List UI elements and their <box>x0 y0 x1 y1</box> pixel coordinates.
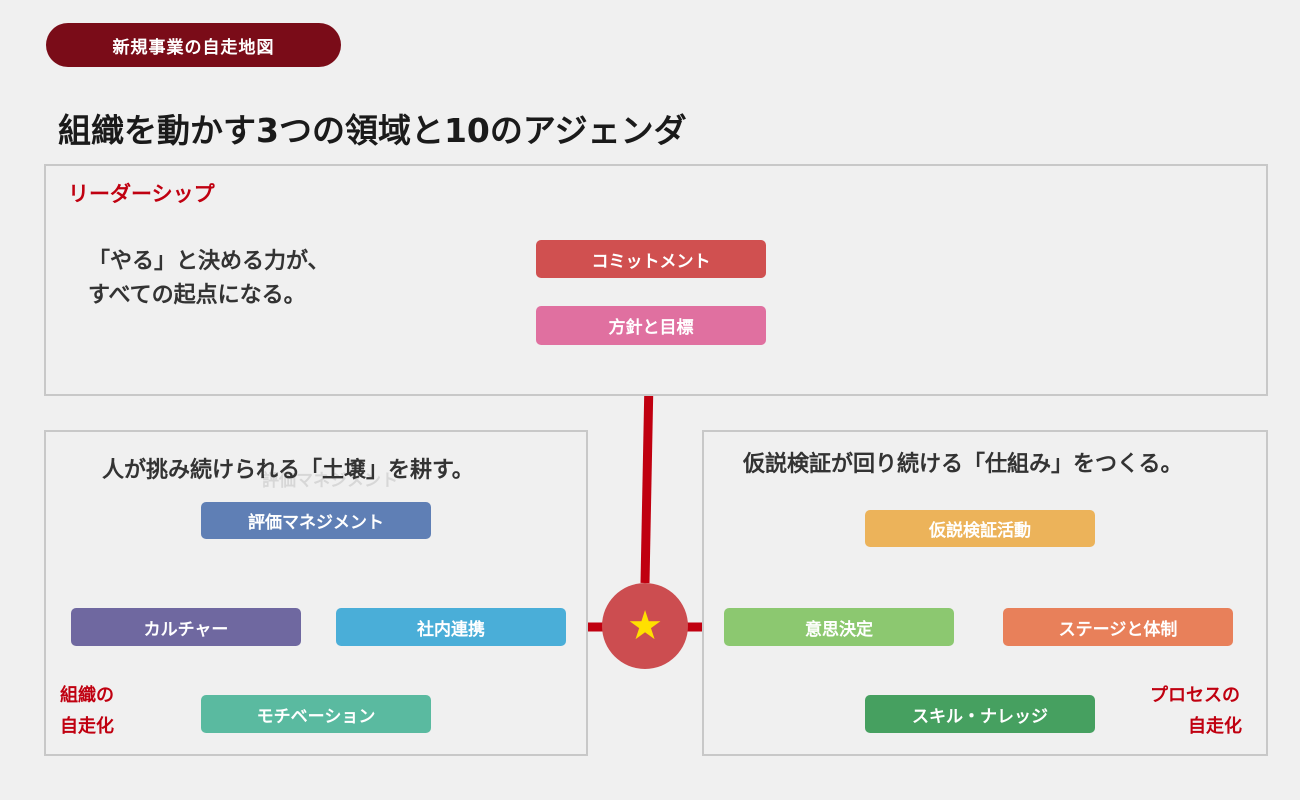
page-title: 組織を動かす3つの領域と10のアジェンダ <box>58 111 687 150</box>
node-hypothesis-testing: 仮説検証活動 <box>865 510 1095 547</box>
node-decision-making: 意思決定 <box>724 608 954 646</box>
node-stage-structure: ステージと体制 <box>1003 608 1233 646</box>
node-evaluation-management: 評価マネジメント <box>201 502 431 539</box>
leadership-desc-line2: すべての起点になる。 <box>88 283 306 308</box>
category-tag: 新規事業の自走地図 <box>46 23 341 67</box>
leadership-panel <box>44 164 1268 396</box>
process-label-line1: プロセスの <box>1150 685 1240 706</box>
ghost-text: 評価マネジメント <box>262 471 398 491</box>
node-motivation: モチベーション <box>201 695 431 733</box>
leadership-desc-line1: 「やる」と決める力が、 <box>88 249 330 274</box>
central-hub: ★ <box>602 583 688 669</box>
process-desc: 仮説検証が回り続ける「仕組み」をつくる。 <box>743 452 1183 477</box>
process-label-line2: 自走化 <box>1188 716 1242 737</box>
node-commitment: コミットメント <box>536 240 766 278</box>
node-skills-knowledge: スキル・ナレッジ <box>865 695 1095 733</box>
organization-desc: 人が挑み続けられる「土壌」を耕す。 <box>102 458 474 483</box>
leadership-label: リーダーシップ <box>68 182 215 206</box>
organization-label-line2: 自走化 <box>60 716 114 737</box>
node-culture: カルチャー <box>71 608 301 646</box>
organization-label-line1: 組織の <box>60 685 114 706</box>
node-internal-collaboration: 社内連携 <box>336 608 566 646</box>
node-policy-goals: 方針と目標 <box>536 306 766 345</box>
star-icon: ★ <box>627 603 663 649</box>
